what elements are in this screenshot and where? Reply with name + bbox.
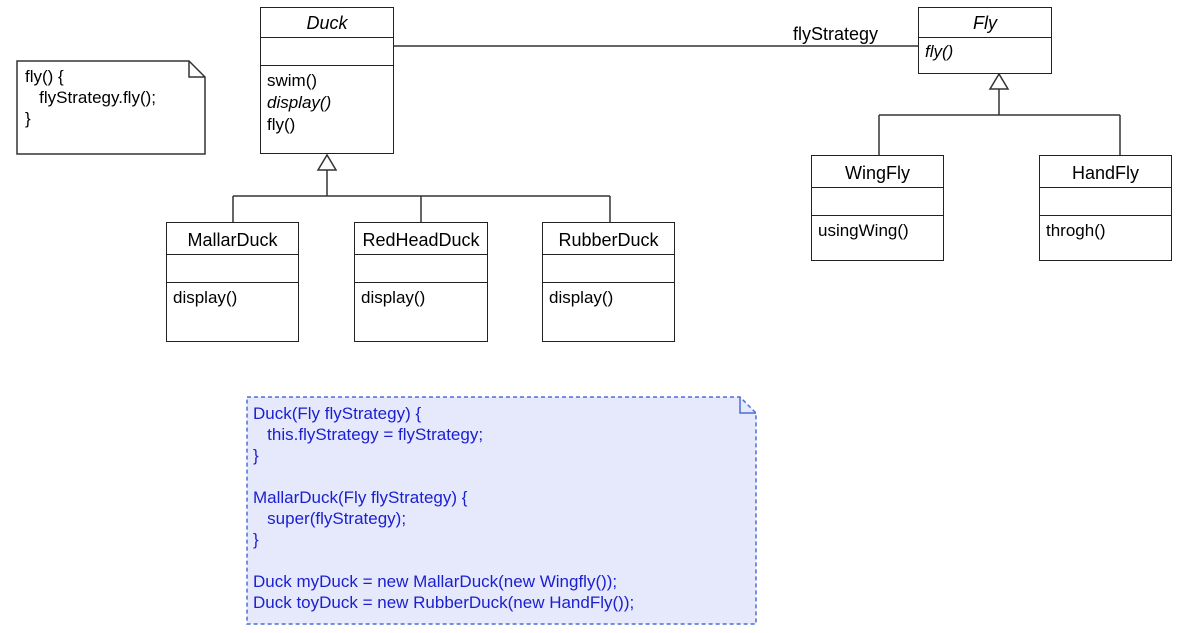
class-fly[interactable]: Fly fly() xyxy=(918,7,1052,74)
operation-fly: fly() xyxy=(267,115,296,134)
association-role-label: flyStrategy xyxy=(793,24,879,44)
constructor-code-note[interactable]: Duck(Fly flyStrategy) { this.flyStrategy… xyxy=(253,404,635,612)
class-name: RedHeadDuck xyxy=(355,223,487,255)
operation-display: display() xyxy=(173,288,238,307)
operation-swim: swim() xyxy=(267,71,318,90)
class-redheadduck[interactable]: RedHeadDuck display() xyxy=(354,222,488,342)
class-operations: usingWing() xyxy=(812,216,943,246)
class-attributes xyxy=(1040,188,1171,216)
class-attributes xyxy=(355,255,487,283)
class-attributes xyxy=(261,38,393,66)
fly-method-note[interactable]: fly() { flyStrategy.fly(); } xyxy=(25,67,156,128)
class-duck[interactable]: Duck swim() display() fly() xyxy=(260,7,394,154)
class-operations: throgh() xyxy=(1040,216,1171,246)
operation-fly: fly() xyxy=(925,42,954,61)
class-attributes xyxy=(543,255,674,283)
operation-display: display() xyxy=(549,288,614,307)
fly-generalization xyxy=(878,72,1121,155)
operation-display: display() xyxy=(361,288,426,307)
class-operations: display() xyxy=(543,283,674,313)
class-name: HandFly xyxy=(1040,156,1171,188)
operation-usingwing: usingWing() xyxy=(818,221,909,240)
class-wingfly[interactable]: WingFly usingWing() xyxy=(811,155,944,261)
class-name: MallarDuck xyxy=(167,223,298,255)
class-operations: swim() display() fly() xyxy=(261,66,393,140)
class-name: Duck xyxy=(261,8,393,38)
fly-note-shape xyxy=(16,60,206,155)
class-mallarduck[interactable]: MallarDuck display() xyxy=(166,222,299,342)
class-name: RubberDuck xyxy=(543,223,674,255)
operation-throgh: throgh() xyxy=(1046,221,1106,240)
class-operations: fly() xyxy=(919,38,1051,67)
class-attributes xyxy=(167,255,298,283)
class-attributes xyxy=(812,188,943,216)
class-rubberduck[interactable]: RubberDuck display() xyxy=(542,222,675,342)
class-operations: display() xyxy=(355,283,487,313)
code-note-shape xyxy=(246,396,757,625)
class-handfly[interactable]: HandFly throgh() xyxy=(1039,155,1172,261)
class-name: WingFly xyxy=(812,156,943,188)
class-operations: display() xyxy=(167,283,298,313)
duck-generalization xyxy=(232,153,611,223)
inheritance-arrowhead xyxy=(988,72,1010,90)
inheritance-arrowhead xyxy=(316,153,338,171)
operation-display: display() xyxy=(267,93,332,112)
class-name: Fly xyxy=(919,8,1051,38)
